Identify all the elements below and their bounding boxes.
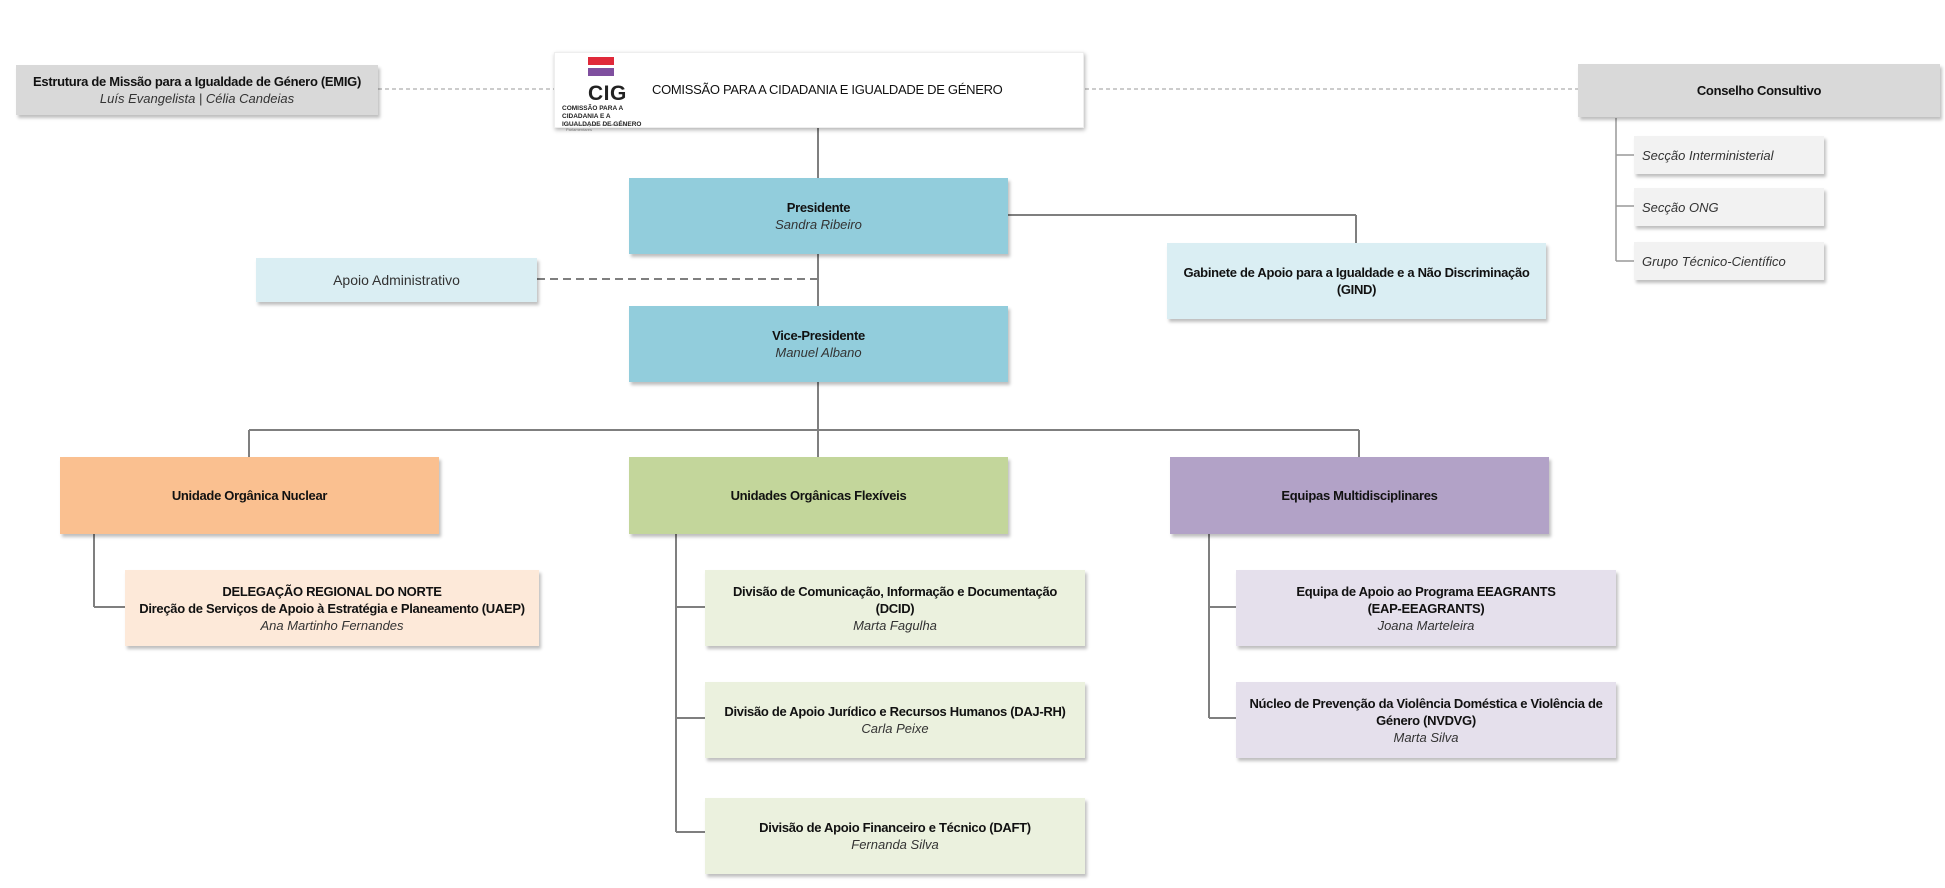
flexiveis-box: Unidades Orgânicas Flexíveis: [629, 457, 1008, 534]
equipas-title: Equipas Multidisciplinares: [1281, 488, 1438, 503]
presidente-name: Sandra Ribeiro: [775, 217, 862, 232]
nuclear-child-name: Ana Martinho Fernandes: [260, 617, 404, 633]
flexiveis-child-daft: Divisão de Apoio Financeiro e Técnico (D…: [705, 798, 1085, 874]
dcid-line1: Divisão de Comunicação, Informação e Doc…: [732, 583, 1058, 599]
eap-line1: Equipa de Apoio ao Programa EEAGRANTS: [1296, 583, 1556, 599]
logo-caption: COMISSÃO PARA A CIDADANIA E A IGUALDADE …: [562, 105, 642, 128]
apoio-admin-box: Apoio Administrativo: [256, 258, 537, 302]
dajrh-line1: Divisão de Apoio Jurídico e Recursos Hum…: [724, 704, 1066, 719]
logo-small-text: Ministério Adjunto e dos Assuntos Parlam…: [566, 122, 626, 132]
emig-box: Estrutura de Missão para a Igualdade de …: [16, 65, 378, 115]
equipas-box: Equipas Multidisciplinares: [1170, 457, 1549, 534]
conselho-section-grupo: Grupo Técnico-Científico: [1634, 242, 1824, 280]
logo-text: CIG: [588, 82, 627, 105]
daft-line1: Divisão de Apoio Financeiro e Técnico (D…: [759, 820, 1031, 835]
gind-title: Gabinete de Apoio para a Igualdade e a N…: [1183, 265, 1530, 280]
nuclear-box: Unidade Orgânica Nuclear: [60, 457, 439, 534]
cig-logo: CIG COMISSÃO PARA A CIDADANIA E A IGUALD…: [556, 55, 648, 132]
nuclear-child-line2: Direção de Serviços de Apoio à Estratégi…: [139, 600, 525, 616]
vice-name: Manuel Albano: [775, 345, 862, 360]
daft-name: Fernanda Silva: [851, 837, 939, 852]
vice-box: Vice-Presidente Manuel Albano: [629, 306, 1008, 382]
nvdvg-name: Marta Silva: [1393, 729, 1459, 745]
conselho-section-interministerial: Secção Interministerial: [1634, 136, 1824, 174]
eap-name: Joana Marteleira: [1377, 617, 1475, 633]
vice-title: Vice-Presidente: [772, 328, 865, 343]
dcid-line2: (DCID): [875, 600, 915, 616]
conselho-box: Conselho Consultivo: [1578, 64, 1940, 117]
emig-title: Estrutura de Missão para a Igualdade de …: [33, 74, 361, 89]
presidente-title: Presidente: [786, 200, 851, 215]
eap-line2: (EAP-EEAGRANTS): [1367, 600, 1485, 616]
header-box: [554, 52, 1084, 128]
flexiveis-child-dcid: Divisão de Comunicação, Informação e Doc…: [705, 570, 1085, 646]
logo-purple-bar: [588, 68, 614, 76]
nuclear-child-box: DELEGAÇÃO REGIONAL DO NORTE Direção de S…: [125, 570, 539, 646]
flexiveis-title: Unidades Orgânicas Flexíveis: [730, 488, 907, 503]
apoio-admin-title: Apoio Administrativo: [333, 271, 460, 288]
gind-code: (GIND): [1336, 282, 1377, 297]
conselho-section-ong: Secção ONG: [1634, 188, 1824, 226]
equipas-child-nvdvg: Núcleo de Prevenção da Violência Domésti…: [1236, 682, 1616, 758]
nvdvg-line2: Género (NVDVG): [1376, 712, 1476, 728]
gind-box: Gabinete de Apoio para a Igualdade e a N…: [1167, 243, 1546, 319]
equipas-child-eap: Equipa de Apoio ao Programa EEAGRANTS (E…: [1236, 570, 1616, 646]
presidente-box: Presidente Sandra Ribeiro: [629, 178, 1008, 254]
header-title: COMISSÃO PARA A CIDADANIA E IGUALDADE DE…: [652, 82, 1003, 97]
nvdvg-line1: Núcleo de Prevenção da Violência Domésti…: [1249, 695, 1603, 711]
nuclear-title: Unidade Orgânica Nuclear: [171, 488, 328, 503]
flexiveis-child-dajrh: Divisão de Apoio Jurídico e Recursos Hum…: [705, 682, 1085, 758]
dajrh-name: Carla Peixe: [861, 721, 929, 736]
nuclear-child-line1: DELEGAÇÃO REGIONAL DO NORTE: [222, 583, 442, 599]
logo-red-bar: [588, 57, 614, 65]
conselho-title: Conselho Consultivo: [1696, 83, 1822, 98]
emig-names: Luís Evangelista | Célia Candeias: [99, 91, 295, 106]
dcid-name: Marta Fagulha: [853, 617, 937, 633]
